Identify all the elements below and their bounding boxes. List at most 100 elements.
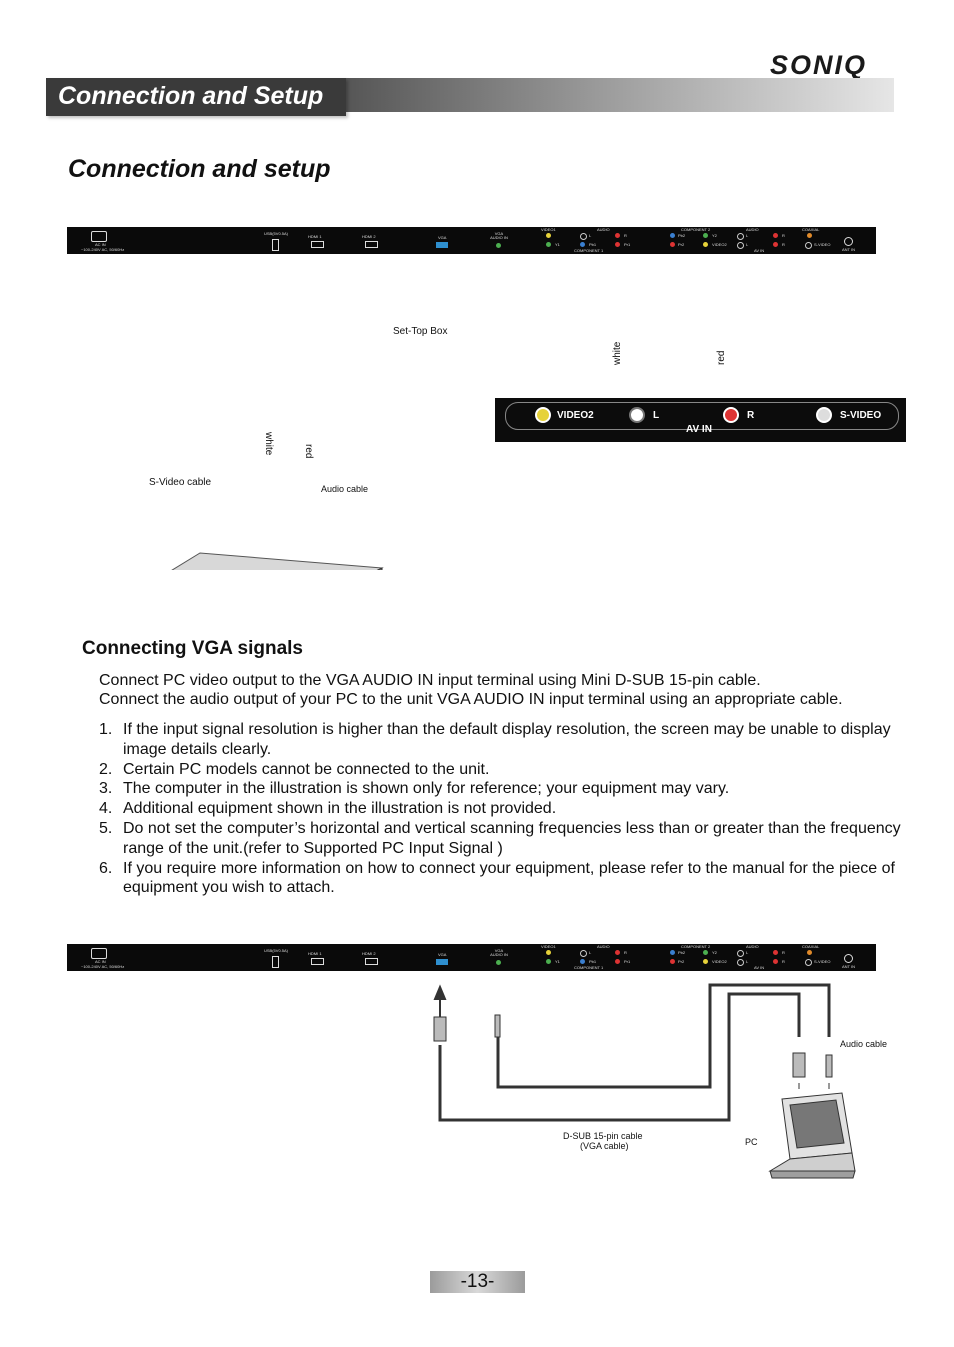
y2-jack-icon (703, 950, 708, 955)
svideo-cable-label: S-Video cable (149, 477, 212, 488)
r-jack-icon-large (723, 407, 739, 423)
usb-port-icon (272, 956, 279, 968)
white-label-top: white (612, 341, 623, 365)
list-item: 6.If you require more information on how… (99, 859, 895, 897)
pb2-jack-icon (670, 950, 675, 955)
panel-hdmi2: HDMI 2 (362, 951, 376, 956)
av-l-jack-icon (737, 242, 744, 249)
panel-vga-audio-in: VGA AUDIO IN (490, 231, 508, 240)
dsub-cable-label: D-SUB 15-pin cable (563, 1131, 643, 1141)
panel-pr2: Pr2 (678, 242, 685, 247)
header-tab (46, 78, 346, 116)
panel-ant-in: ANT IN (842, 247, 856, 252)
panel-vga: VGA (438, 235, 447, 240)
video1-jack-icon (546, 233, 551, 238)
panel-pb1: Pb1 (589, 959, 597, 964)
panel-l-2: L (746, 233, 749, 238)
vga-audio-jack-icon (496, 243, 501, 248)
header-title: Connection and Setup (58, 82, 324, 110)
panel-r-3: R (782, 242, 785, 247)
panel-hdmi1: HDMI 1 (308, 951, 322, 956)
vga-port-icon (436, 959, 448, 965)
panel-usb: USB(5V0.5A) (264, 231, 289, 236)
panel-video1: VIDEO1 (541, 944, 556, 949)
panel-pb2: Pb2 (678, 233, 686, 238)
audio1-r-jack-icon (615, 233, 620, 238)
audio-cable-label: Audio cable (321, 484, 369, 494)
video1-jack-icon (546, 950, 551, 955)
panel-hdmi2: HDMI 2 (362, 234, 376, 239)
panel-av-in: AV IN (754, 248, 765, 253)
list-item: 1.If the input signal resolution is high… (99, 721, 891, 758)
panel-video2: VIDEO2 (712, 242, 727, 247)
list-item: 3.The computer in the illustration is sh… (99, 780, 730, 798)
av-r-label: R (747, 410, 755, 421)
av-l-label: L (653, 410, 660, 421)
panel-av-in: AV IN (754, 965, 765, 970)
pb1-jack-icon (580, 242, 585, 247)
svideo-jack-icon (805, 242, 812, 249)
hdmi1-port-icon (311, 241, 324, 248)
av-r-jack-icon (773, 242, 778, 247)
panel-ac-rating: ~100-240V AC, 50/60Hz (81, 247, 125, 252)
panel-l-1: L (589, 233, 592, 238)
ac-socket-icon (91, 948, 107, 959)
panel-hdmi1: HDMI 1 (308, 234, 322, 239)
audio1-r-jack-icon (615, 950, 620, 955)
panel-l-3: L (746, 242, 749, 247)
av-video2-label: VIDEO2 (557, 410, 594, 421)
panel-y1: Y1 (555, 959, 560, 964)
av-svideo-label: S-VIDEO (840, 410, 882, 421)
hdmi2-port-icon (365, 958, 378, 965)
pc-diagram (433, 983, 856, 1179)
panel-y2: Y2 (712, 950, 717, 955)
hdmi1-port-icon (311, 958, 324, 965)
panel-audio-1: AUDIO (597, 944, 610, 949)
vga-cable-label: (VGA cable) (580, 1141, 629, 1151)
rear-panel-top: AC IN ~100-240V AC, 50/60Hz USB(5V0.5A) … (67, 227, 876, 254)
page-number-box (430, 1271, 525, 1293)
red-label-top: red (716, 350, 727, 365)
panel-audio-2: AUDIO (746, 944, 759, 949)
rear-panel-bottom: AC IN ~100-240V AC, 50/60Hz USB(5V0.5A) … (67, 944, 876, 971)
usb-port-icon (272, 239, 279, 251)
l-jack-icon-large (629, 407, 645, 423)
audio2-l-jack-icon (737, 950, 744, 957)
coaxial-jack-icon (807, 950, 812, 955)
pc-label: PC (745, 1137, 758, 1147)
vga-audio-jack-icon (496, 960, 501, 965)
audio2-r-jack-icon (773, 950, 778, 955)
white-label-bottom: white (263, 432, 274, 456)
panel-vga: VGA (438, 952, 447, 957)
panel-r-2: R (782, 950, 785, 955)
panel-pb2: Pb2 (678, 950, 686, 955)
panel-l-1: L (589, 950, 592, 955)
vga-notes-list: 1.If the input signal resolution is high… (99, 720, 929, 898)
panel-video2: VIDEO2 (712, 959, 727, 964)
panel-svideo: S-VIDEO (814, 242, 831, 247)
pr2-jack-icon (670, 242, 675, 247)
pb1-jack-icon (580, 959, 585, 964)
vga-para-1: Connect PC video output to the VGA AUDIO… (99, 672, 761, 689)
svideo-jack-icon (805, 959, 812, 966)
panel-l-3: L (746, 959, 749, 964)
panel-r-1: R (624, 233, 627, 238)
panel-ac-in: AC IN (95, 959, 106, 964)
av-r-jack-icon (773, 959, 778, 964)
audio1-l-jack-icon (580, 233, 587, 240)
panel-r-3: R (782, 959, 785, 964)
panel-pr1: Pr1 (624, 959, 631, 964)
antenna-jack-icon (844, 237, 853, 246)
brand-logo: SONIQ (770, 50, 868, 80)
list-item: 2.Certain PC models cannot be connected … (99, 760, 490, 778)
audio-cable-label-2: Audio cable (840, 1039, 888, 1049)
page-number: -13- (460, 1271, 495, 1292)
section-title: Connection and setup (68, 155, 331, 183)
panel-pr1: Pr1 (624, 242, 631, 247)
panel-coaxial: COAXIAL (802, 227, 820, 232)
settop-label: Set-Top Box (393, 326, 448, 337)
vga-para-2: Connect the audio output of your PC to t… (99, 691, 843, 708)
antenna-jack-icon (844, 954, 853, 963)
av-panel-outline (505, 402, 899, 430)
panel-ac-rating: ~100-240V AC, 50/60Hz (81, 964, 125, 969)
